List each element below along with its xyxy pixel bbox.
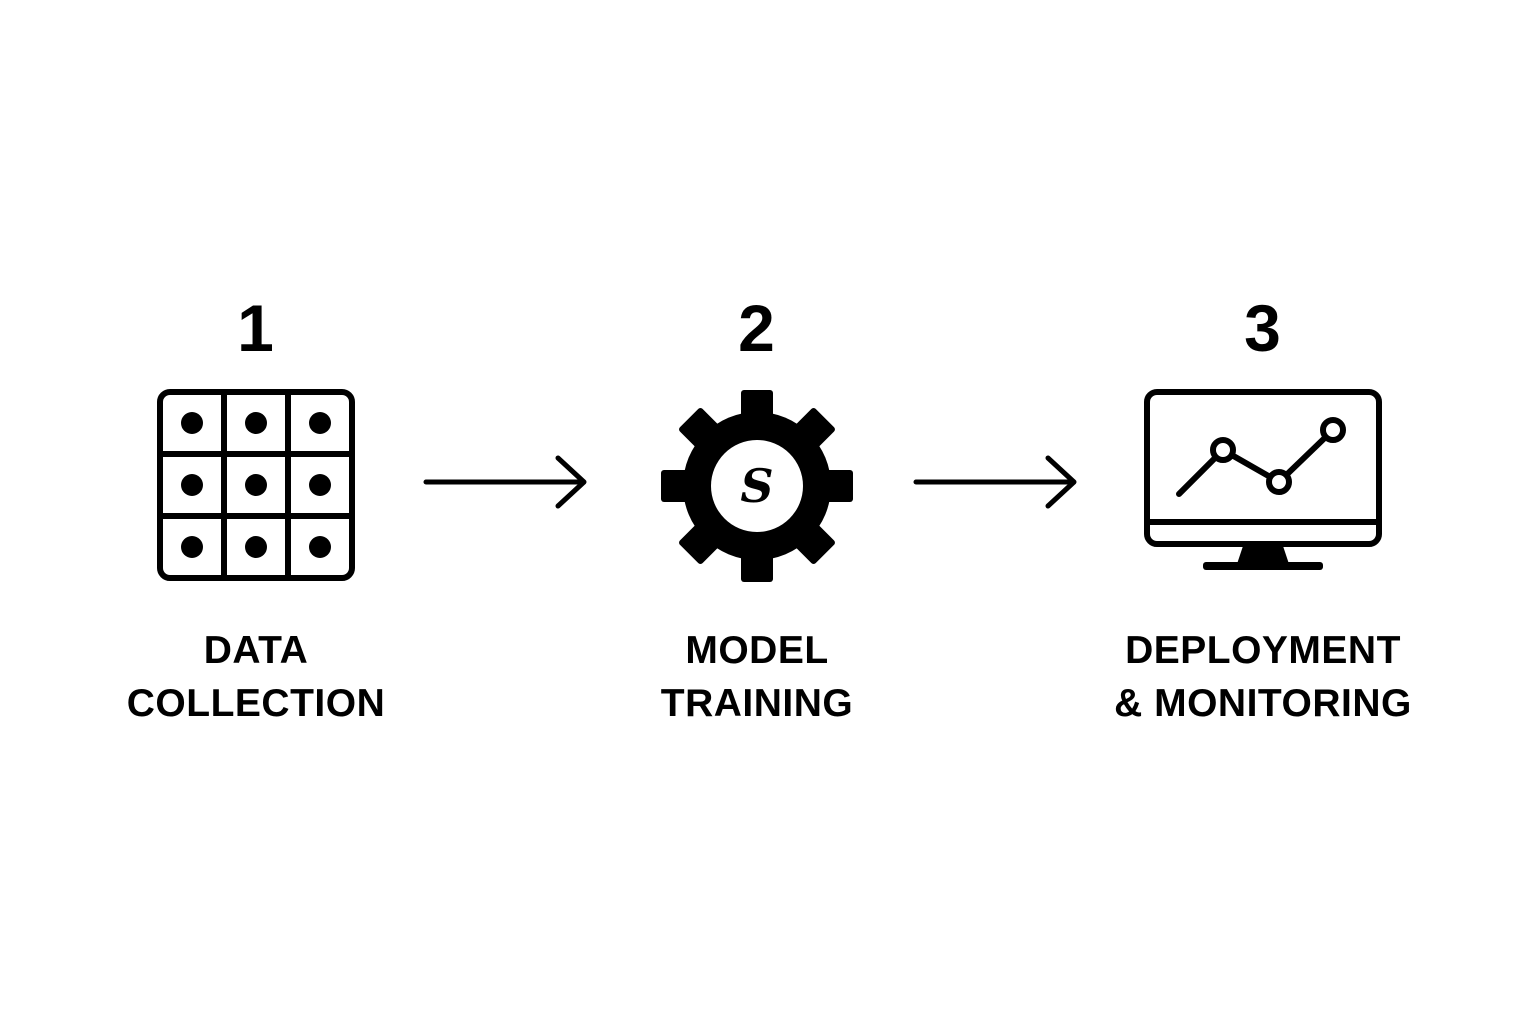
step-data-collection: 1 DATA COLLECTION bbox=[66, 290, 446, 730]
arrow-right-icon bbox=[423, 455, 587, 509]
step-number: 3 bbox=[1244, 291, 1282, 365]
monitor-chart-icon bbox=[1144, 389, 1382, 570]
step-label-line1: DATA bbox=[203, 629, 309, 672]
step-deployment-monitoring: 3 DEPLOYMENT & MONITORING bbox=[1073, 290, 1453, 730]
step-label-line2: TRAINING bbox=[660, 682, 854, 725]
step-number: 1 bbox=[237, 291, 275, 365]
arrow-right-icon bbox=[913, 455, 1077, 509]
step-label: MODEL TRAINING bbox=[567, 624, 947, 730]
step-label-line2: & MONITORING bbox=[1114, 682, 1412, 725]
data-grid-icon bbox=[157, 389, 355, 581]
gear-letter: S bbox=[740, 459, 773, 513]
step-label-line1: MODEL bbox=[685, 629, 829, 672]
step-number: 2 bbox=[738, 291, 776, 365]
step-label-line2: COLLECTION bbox=[126, 682, 386, 725]
step-label: DEPLOYMENT & MONITORING bbox=[1073, 624, 1453, 730]
gear-icon: S bbox=[661, 390, 853, 582]
step-label-line1: DEPLOYMENT bbox=[1125, 629, 1401, 672]
step-model-training: 2 S MODEL TRAINING bbox=[567, 290, 947, 730]
step-label: DATA COLLECTION bbox=[66, 624, 446, 730]
